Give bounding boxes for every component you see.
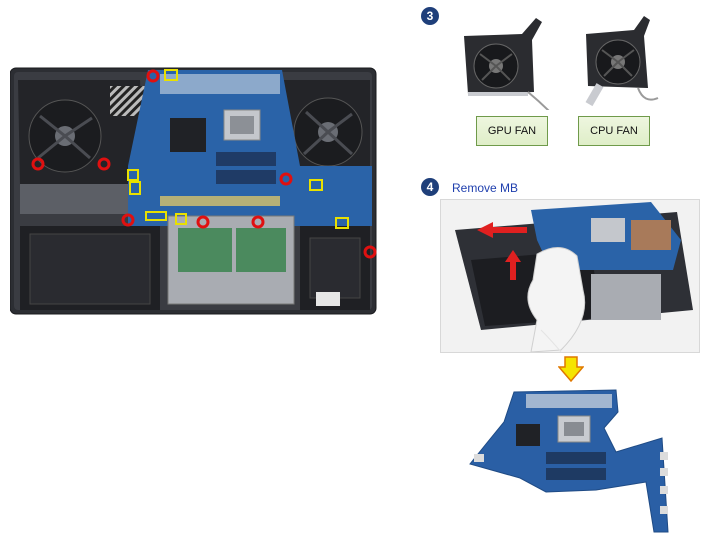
- connector-marker: [165, 70, 177, 80]
- step-4-badge: 4: [421, 178, 439, 196]
- screw-marker: [33, 159, 43, 169]
- screw-marker: [253, 217, 263, 227]
- connector-marker: [176, 214, 186, 224]
- connector-marker: [310, 180, 322, 190]
- cpu-fan-label: CPU FAN: [578, 116, 650, 146]
- screw-marker: [365, 247, 375, 257]
- step-3-badge: 3: [421, 7, 439, 25]
- connector-marker: [336, 218, 348, 228]
- removed-motherboard-photo: [466, 382, 676, 538]
- screw-marker: [281, 174, 291, 184]
- remove-mb-photo: [440, 199, 700, 353]
- cpu-fan-photo: [578, 12, 670, 108]
- screw-marker: [123, 215, 133, 225]
- gpu-fan-photo: [458, 14, 554, 110]
- screw-marker: [198, 217, 208, 227]
- gpu-fan-label: GPU FAN: [476, 116, 548, 146]
- laptop-internals-photo: [10, 66, 378, 316]
- connector-marker: [130, 182, 140, 194]
- connector-marker: [146, 212, 166, 220]
- yellow-down-arrow-icon: [558, 356, 584, 382]
- connector-marker: [128, 170, 138, 180]
- screw-marker: [148, 71, 158, 81]
- step-4-title: Remove MB: [452, 181, 518, 195]
- screw-marker: [99, 159, 109, 169]
